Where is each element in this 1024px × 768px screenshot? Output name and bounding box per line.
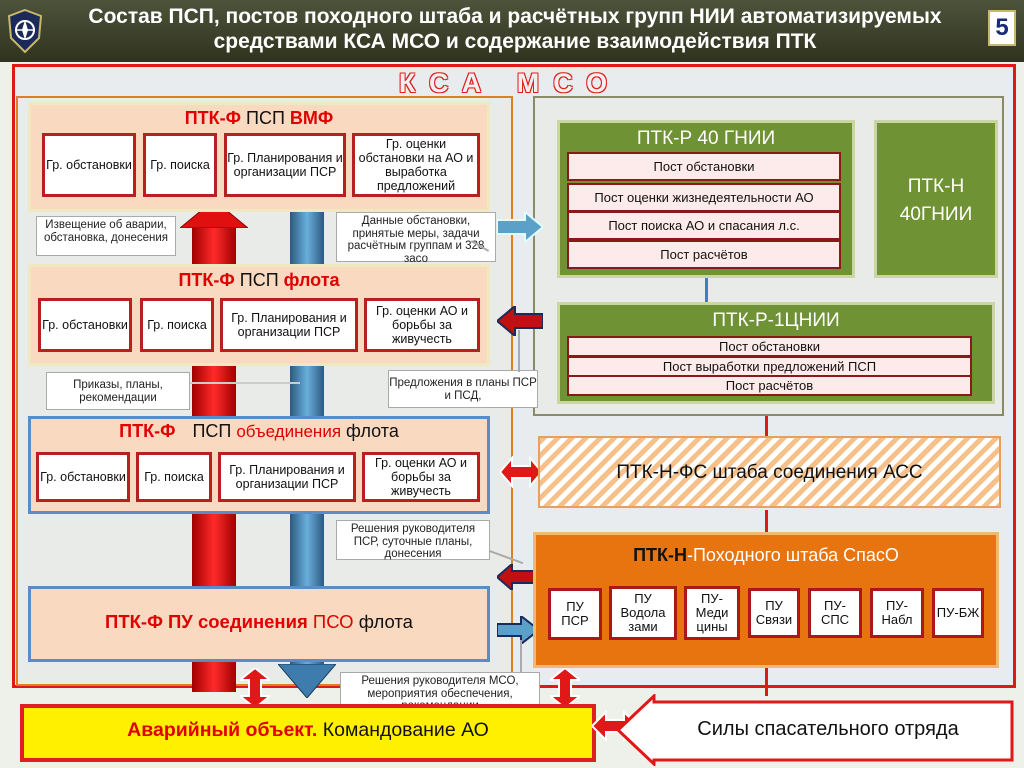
gr-ocenki: Гр. оценки АО и борьбы за живучесть [364, 298, 480, 352]
gr-obstanovki: Гр. обстановки [42, 133, 136, 197]
pu-bzh: ПУ-БЖ [932, 588, 984, 638]
gr-planirovaniya: Гр. Планирования и организации ПСР [218, 452, 356, 502]
pu-soedineniya-box: ПТК-Ф ПУ соединения ПСО флота [28, 586, 490, 662]
callout-pointer [520, 640, 522, 676]
post-raschetov: Пост расчётов [567, 240, 841, 269]
ptk-n-fs-box: ПТК-Н-ФС штаба соединения АСС [538, 436, 1001, 508]
arrow-left-icon [497, 564, 537, 590]
gr-ocenki: Гр. оценки обстановки на АО и выработка … [352, 133, 480, 197]
flota-label: флота [346, 421, 399, 441]
psp-label: ПСП [192, 421, 232, 441]
gr-ocenki: Гр. оценки АО и борьбы за живучесть [362, 452, 480, 502]
post-vyrabotki: Пост выработки предложений ПСП [567, 356, 972, 377]
connector-line [765, 668, 768, 696]
gr-poiska: Гр. поиска [140, 298, 214, 352]
ptk-n-prefix: ПТК-Н [633, 545, 687, 565]
komandovanie-label: Командование АО [322, 719, 489, 741]
psp-label: ПСП [239, 270, 279, 290]
ptk-f-label: ПТК-Ф [184, 108, 241, 128]
title-line-1: Состав ПСП, постов походного штаба и рас… [88, 5, 942, 28]
vertical-double-arrow-icon [240, 668, 270, 708]
pso-label: ПСО [312, 611, 354, 632]
up-arrow-icon [180, 200, 248, 228]
arrow-right-icon [497, 212, 543, 242]
ksa-mso-title: КСА МСО [398, 68, 622, 98]
ob-label: объединения [236, 422, 342, 441]
down-arrow-icon [278, 664, 336, 698]
post-ocenki: Пост оценки жизнедеятельности АО [567, 183, 841, 212]
ptk-n40-line2: 40ГНИИ [899, 204, 973, 225]
post-obstanovki: Пост обстановки [567, 336, 972, 357]
double-arrow-icon [500, 456, 542, 488]
connector-line [765, 510, 768, 534]
post-raschetov: Пост расчётов [567, 375, 972, 396]
page-number: 5 [988, 10, 1016, 46]
callout-izveshchenie: Извещение об аварии, обстановка, донесен… [36, 216, 176, 256]
gr-poiska: Гр. поиска [143, 133, 217, 197]
vertical-double-arrow-icon [550, 668, 580, 708]
callout-resheniya-psr: Решения руководителя ПСР, суточные планы… [336, 520, 490, 560]
gr-planirovaniya: Гр. Планирования и организации ПСР [220, 298, 358, 352]
page-title: Состав ПСП, постов походного штаба и рас… [50, 4, 980, 54]
pu-svyazi: ПУ Связи [748, 588, 800, 638]
ptk-n40-line1: ПТК-Н [907, 176, 965, 197]
pohodny-title: -Походного штаба СпасО [686, 545, 899, 565]
callout-pointer [518, 330, 520, 372]
arrow-left-icon [497, 306, 543, 336]
pu-mediciny: ПУ-Меди цины [684, 586, 740, 640]
sily-arrow-shape [616, 694, 1014, 766]
connector-line [705, 278, 708, 304]
gr-poiska: Гр. поиска [136, 452, 212, 502]
pu-sps: ПУ-СПС [808, 588, 862, 638]
flota-label: флота [358, 611, 413, 632]
ptk-f-label: ПТК-Ф [119, 421, 176, 441]
arrow-right-icon [497, 616, 539, 644]
avariyny-obekt-box: Аварийный объект. Командование АО [20, 704, 596, 762]
emblem-icon [6, 8, 44, 54]
callout-pointer [190, 382, 300, 384]
callout-dannye: Данные обстановки, принятые меры, задачи… [336, 212, 496, 265]
post-obstanovki: Пост обстановки [567, 152, 841, 181]
callout-predlozheniya: Предложения в планы ПСР и ПСД, [388, 370, 538, 408]
gr-obstanovki: Гр. обстановки [36, 452, 130, 502]
pu-psr: ПУ ПСР [548, 588, 602, 640]
psp-label: ПСП [246, 108, 285, 128]
title-line-2: средствами КСА МСО и содержание взаимоде… [213, 30, 817, 53]
ptk-r1-title: ПТК-Р-1ЦНИИ [712, 310, 840, 331]
callout-prikazy: Приказы, планы, рекомендации [46, 372, 190, 410]
ptk-pu-label: ПТК-Ф ПУ соединения [105, 611, 308, 632]
avariyny-label: Аварийный объект. [127, 719, 318, 741]
sily-otryada-label: Силы спасательного отряда [697, 718, 959, 740]
ptk-n-fs-label: ПТК-Н-ФС штаба соединения АСС [616, 462, 923, 483]
ptk-f-label: ПТК-Ф [178, 270, 235, 290]
vmf-label: ВМФ [289, 108, 334, 128]
header-bar [0, 0, 1024, 62]
ptk-n40-box: ПТК-Н 40ГНИИ [874, 120, 998, 278]
pu-vodolazami: ПУ Водола зами [609, 586, 677, 640]
gr-planirovaniya: Гр. Планирования и организации ПСР [224, 133, 346, 197]
flota-label: флота [283, 270, 340, 290]
pu-nabl: ПУ-Набл [870, 588, 924, 638]
connector-line [765, 416, 768, 436]
ptk-r40-title: ПТК-Р 40 ГНИИ [636, 128, 776, 149]
post-poiska: Пост поиска АО и спасания л.с. [567, 211, 841, 240]
gr-obstanovki: Гр. обстановки [38, 298, 132, 352]
